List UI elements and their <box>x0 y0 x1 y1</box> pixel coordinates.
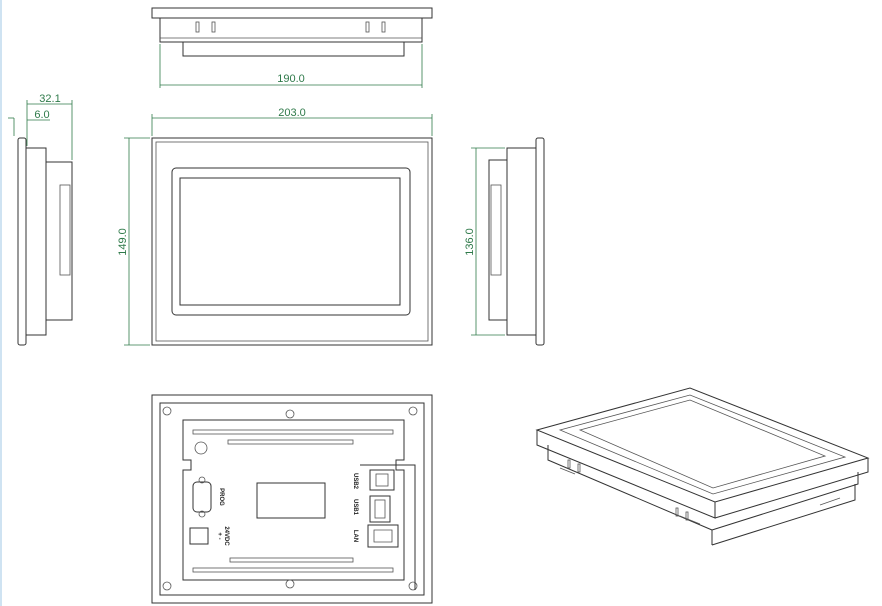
power-terminal <box>189 527 209 545</box>
front-view: 203.0 149.0 <box>117 107 433 346</box>
label-lan: LAN <box>352 530 358 542</box>
usb2-port <box>369 469 395 491</box>
lan-port <box>367 524 399 548</box>
dim-depth-front: 6.0 <box>34 109 49 121</box>
isometric-view <box>535 387 870 546</box>
dim-side-height: 136.0 <box>464 228 476 256</box>
back-view: PROG + - 24VDC USB2 USB1 LAN <box>151 394 433 604</box>
dim-front-width: 203.0 <box>278 107 306 119</box>
top-view: 190.0 <box>151 7 433 88</box>
left-side-view: 32.1 6.0 <box>8 93 73 346</box>
right-side-view: 136.0 <box>464 137 545 346</box>
dim-depth-total: 32.1 <box>39 93 60 105</box>
label-area <box>256 482 326 519</box>
dim-front-height: 149.0 <box>117 228 129 256</box>
label-24vdc: 24VDC <box>223 526 229 546</box>
label-prog: PROG <box>218 488 224 506</box>
label-polarity: + - <box>216 532 222 539</box>
db9-port <box>192 476 212 518</box>
label-usb2: USB2 <box>352 473 358 490</box>
label-usb1: USB1 <box>352 499 358 516</box>
dim-top-width: 190.0 <box>277 73 305 85</box>
usb1-port <box>369 495 391 523</box>
